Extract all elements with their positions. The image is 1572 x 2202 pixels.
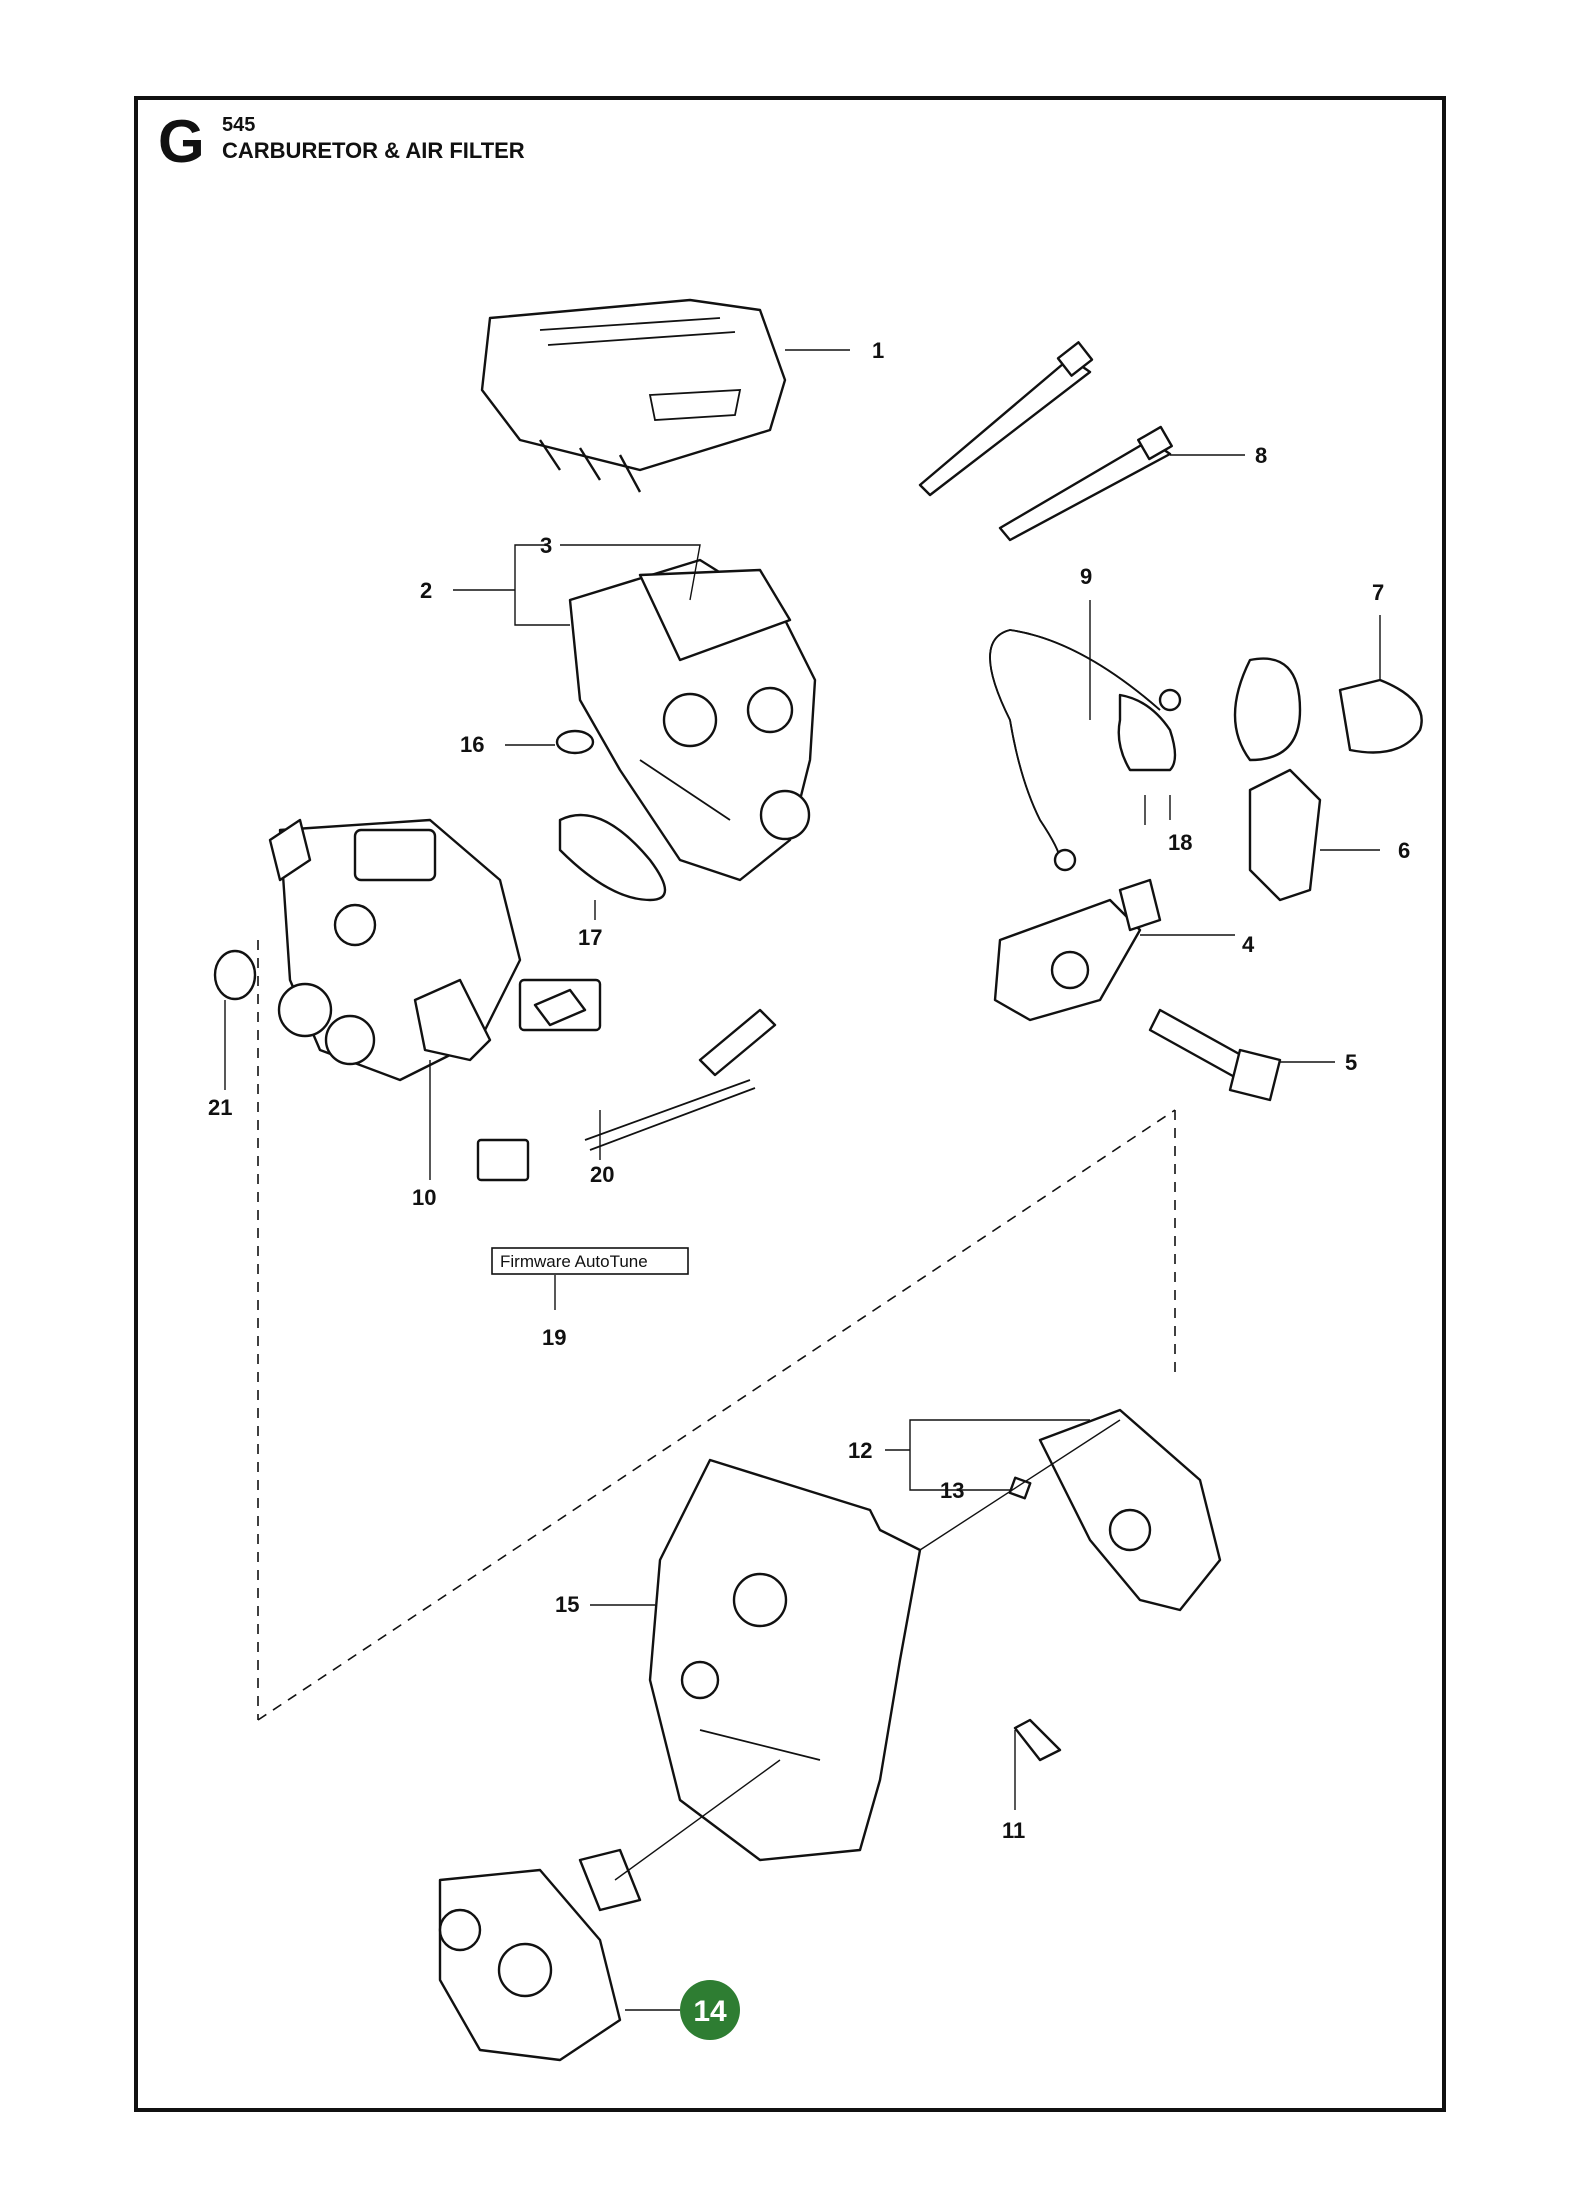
assembly-guide-diagonal <box>257 1109 1176 1721</box>
callout-6: 6 <box>1398 838 1410 863</box>
shaft <box>1148 1008 1282 1102</box>
fuel-hose-end <box>1053 848 1077 872</box>
bracket <box>1248 768 1322 902</box>
callout-10: 10 <box>412 1185 436 1210</box>
nut <box>1008 1476 1032 1500</box>
highlight-badge <box>680 1980 740 2040</box>
filter-housing <box>568 558 817 882</box>
callout-17: 17 <box>578 925 602 950</box>
callout-16: 16 <box>460 732 484 757</box>
callout-15: 15 <box>555 1592 579 1617</box>
fuel-hose-inner <box>989 629 1161 861</box>
callout-18: 18 <box>1168 830 1192 855</box>
gasket <box>558 813 667 902</box>
callout-12: 12 <box>848 1438 872 1463</box>
page-title: CARBURETOR & AIR FILTER <box>222 138 525 163</box>
intake-manifold <box>438 1848 642 2062</box>
leader-lines <box>224 349 1381 1881</box>
model-number: 545 <box>222 114 256 136</box>
o-ring <box>555 729 595 755</box>
callout-13: 13 <box>940 1478 964 1503</box>
intake-cover <box>648 1458 922 1862</box>
intake-bracket <box>1038 1408 1222 1612</box>
callout-11: 11 <box>1002 1818 1025 1843</box>
callout-20: 20 <box>590 1162 614 1187</box>
callout-4: 4 <box>1242 932 1255 957</box>
highlight-callout-14: 14 <box>625 1980 740 2040</box>
callout-19: 19 <box>542 1325 566 1350</box>
callout-21: 21 <box>208 1095 232 1120</box>
firmware-note: Firmware AutoTune <box>491 1247 689 1275</box>
callout-1: 1 <box>872 338 884 363</box>
ring-seal <box>213 949 257 1001</box>
page-frame <box>134 96 1446 2112</box>
section-letter: G <box>158 108 205 175</box>
callout-labels: 1 2 3 4 5 6 7 8 9 10 11 12 13 15 16 17 1… <box>208 338 1410 1843</box>
sensor-cable <box>476 978 777 1182</box>
highlight-label: 14 <box>693 1995 727 2028</box>
callout-2: 2 <box>420 578 432 603</box>
carburetor <box>268 818 522 1082</box>
callout-5: 5 <box>1345 1050 1357 1075</box>
choke-plate <box>993 878 1162 1022</box>
primer-bulb <box>1158 657 1423 762</box>
callout-3: 3 <box>540 533 552 558</box>
bolt-long <box>918 341 1094 497</box>
screw <box>1013 1718 1062 1762</box>
callout-7: 7 <box>1372 580 1384 605</box>
callout-8: 8 <box>1255 443 1267 468</box>
callout-9: 9 <box>1080 564 1092 589</box>
return-hose <box>1117 693 1177 772</box>
firmware-note-text: Firmware AutoTune <box>500 1252 648 1271</box>
bolt-long-2 <box>998 425 1173 542</box>
air-filter-cover <box>480 298 787 493</box>
